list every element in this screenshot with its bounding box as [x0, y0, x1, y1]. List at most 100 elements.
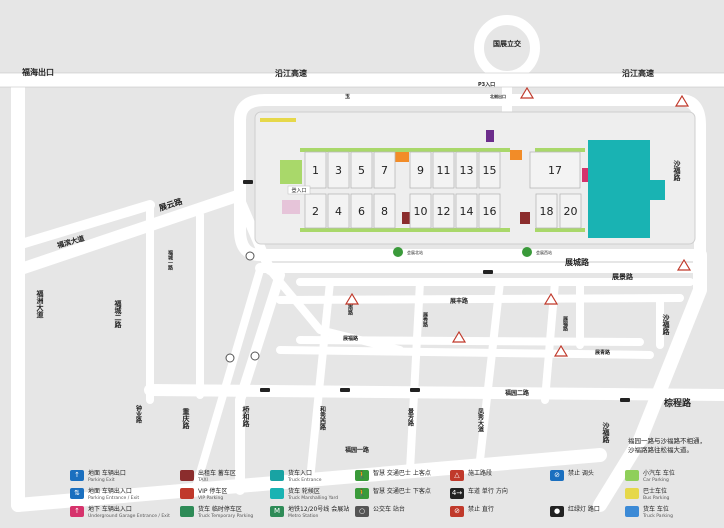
no-straight-icon: ⊘ [450, 506, 464, 517]
traffic-light-icon [260, 388, 270, 392]
legend-label: 车道 单行 方向 [468, 488, 508, 495]
road-label-fuyuan2: 福园二路 [504, 389, 530, 397]
lane-direction-icon: 4→ [450, 488, 464, 499]
road-label-p3: P3入口 [478, 82, 495, 88]
metro-icon [522, 247, 532, 257]
bus-pickup-icon: 🚶 [355, 470, 369, 481]
road-label-fuhai-exit: 福海出口 [21, 67, 54, 77]
road-label-north-exit: 北侧出口 [490, 93, 506, 99]
truck-spot-icon [625, 506, 639, 517]
truck-entrance-icon [270, 470, 284, 481]
road-label-fuyuan1: 福园一路 [344, 446, 370, 454]
road-label-shafu-mid: 沙福路 [662, 314, 671, 336]
legend-label-en: Truck Temporary Parking [198, 514, 254, 519]
road-network [0, 15, 724, 512]
arrow-both-circle-icon: ⇅ [70, 488, 84, 499]
legend-item: ⊘ 禁止 调头 [550, 470, 594, 481]
underground-arrows-icon: ↑ [70, 506, 84, 517]
legend-item: ○公交车 站台 [355, 506, 405, 517]
legend-label: 禁止 直行 [468, 506, 494, 513]
truck-yard-icon [270, 488, 284, 499]
no-uturn-icon: ⊘ [550, 470, 564, 481]
road-edges [0, 72, 724, 88]
hall-number-5: 5 [358, 164, 365, 177]
car-parking-icon [625, 470, 639, 481]
vip-parking-icon [180, 488, 194, 499]
hall-number-6: 6 [358, 205, 365, 218]
legend-label-en: Truck Entrance [288, 478, 322, 483]
legend-label-en: Bus Parking [643, 496, 670, 501]
metro-label-west: 会展西站 [536, 249, 552, 255]
traffic-light-icon: ● [550, 506, 564, 517]
truck-parking-icon [180, 506, 194, 517]
road-label-zhanjing: 展景路 [611, 272, 634, 281]
hall-17-block [588, 140, 665, 238]
legend-item: 🚶智慧 交通巴士 上客点 [355, 470, 431, 481]
road-label-qiaohe: 桥和路 [242, 405, 251, 428]
hall-number-13: 13 [460, 164, 474, 177]
hall-number-9: 9 [417, 164, 424, 177]
road-label-zhanfeng: 展丰路 [450, 297, 469, 305]
hall-6 [350, 193, 373, 229]
road-note-line2: 沙福路路往松福大道。 [628, 446, 693, 454]
traffic-light-icon [483, 270, 493, 274]
road-label-shafu-bottom: 沙福路 [602, 422, 611, 444]
traffic-light-icon [410, 388, 420, 392]
hall-number-4: 4 [335, 205, 342, 218]
hall-number-15: 15 [483, 164, 497, 177]
construction-icon [543, 292, 559, 305]
road-note: 福园一路与沙福路不相通， 沙福路路往松福大道。 [628, 437, 722, 455]
road-label-fuzhou: 福洲大道 [36, 289, 45, 319]
road-label-zhanfu2: 展辐路 [562, 315, 569, 332]
bus-stop-icon: ○ [355, 506, 369, 517]
legend-label-en: Metro Station [288, 514, 319, 519]
hall-number-11: 11 [437, 164, 451, 177]
hall-3 [327, 151, 350, 189]
hall-number-3: 3 [335, 164, 342, 177]
bus-stop-icon [250, 351, 260, 361]
hall-17 [529, 151, 581, 189]
legend-label: VIP 停车区 [198, 488, 228, 495]
metro-icon: M [270, 506, 284, 517]
legend-label: 货车入口 [288, 470, 313, 477]
construction-icon [519, 86, 535, 99]
bus-parking-icon [625, 488, 639, 499]
legend-item: 4→ 车道 单行 方向 [450, 488, 508, 499]
road-label-yu: 玉 [345, 93, 350, 100]
legend-label-en: TAXI [198, 478, 208, 483]
legend-label: 货车 车位 [643, 506, 669, 513]
hall-7 [373, 151, 396, 189]
traffic-light-icon [340, 388, 350, 392]
legend-label: 小汽车 车位 [643, 470, 675, 477]
hall-10 [409, 193, 432, 229]
taxi-icon [180, 470, 194, 481]
legend-label: 地下 车辆出入口 [88, 506, 132, 513]
map-markers: 会展北站 会展西站 [225, 86, 692, 402]
hall-number-17: 17 [548, 164, 562, 177]
metro-label-north: 会展北站 [407, 249, 423, 255]
road-label-zhanan: 展南路 [347, 299, 354, 316]
traffic-light-icon [243, 180, 253, 184]
legend-label: 施工路段 [468, 470, 493, 477]
legend-label: 巴士车位 [643, 488, 668, 495]
road-label-zhancheng: 展城路 [564, 257, 590, 267]
road-label-shafu-top: 沙福路 [673, 160, 682, 182]
construction-icon: △ [450, 470, 464, 481]
hall-4 [327, 193, 350, 229]
legend-label: 出租车 蓄车区 [198, 470, 236, 477]
hall-number-2: 2 [312, 205, 319, 218]
road-label-chongqing: 重庆路 [182, 407, 191, 430]
legend-label: 禁止 调头 [568, 470, 594, 477]
legend-label-en: Parking Entrance / Exit [88, 496, 140, 501]
road-label-zhongye: 钟业路 [135, 404, 142, 424]
construction-icon [451, 330, 467, 343]
legend-label-en: Parking Exit [88, 478, 115, 483]
hall-13 [455, 151, 478, 189]
